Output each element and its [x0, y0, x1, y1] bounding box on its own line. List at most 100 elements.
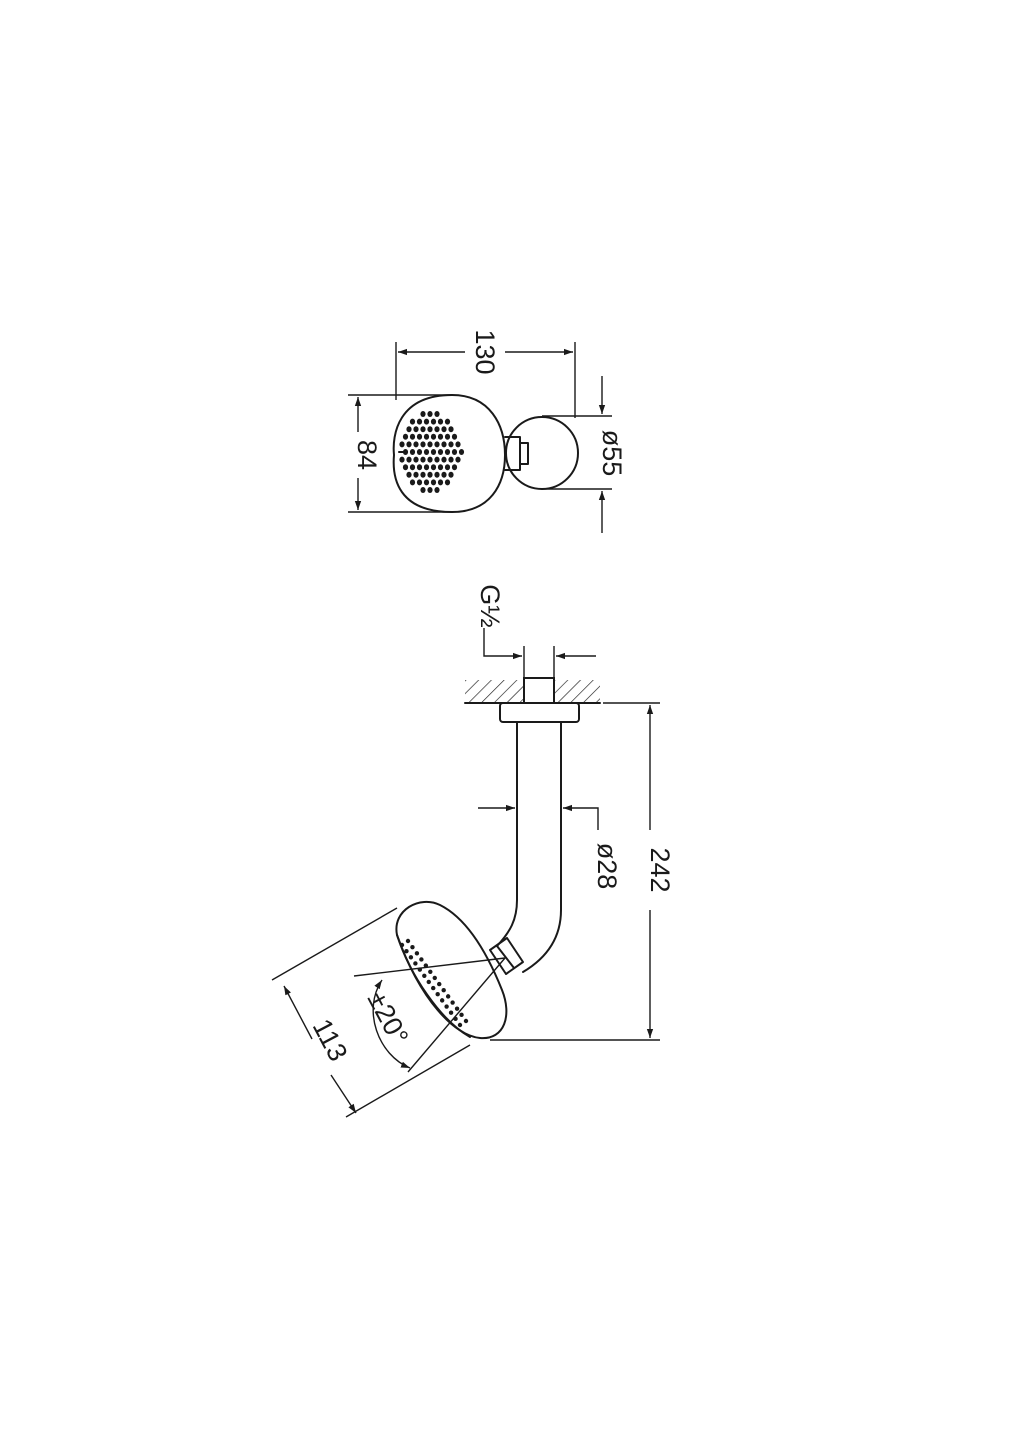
dim-angle: ±20°: [353, 957, 506, 1073]
nozzle-dot: [423, 449, 430, 455]
nozzle-dot: [420, 487, 426, 493]
nozzle-dot: [406, 426, 412, 433]
nozzle-dot: [441, 456, 447, 463]
nozzle-dot: [444, 1004, 449, 1009]
nozzle-dot: [437, 479, 444, 486]
top-view-flange: [505, 416, 579, 490]
nozzle-dot: [405, 938, 411, 944]
shower-arm: [496, 721, 562, 973]
dim-113-label: 113: [307, 1014, 354, 1066]
nozzle-dot: [423, 479, 430, 486]
nozzle-dot: [406, 441, 412, 448]
nozzle-dot: [409, 433, 416, 440]
nozzle-dot: [434, 456, 440, 463]
nozzle-dot: [413, 456, 419, 463]
nozzle-dot: [408, 955, 414, 960]
nozzle-dot: [463, 1018, 469, 1024]
nozzle-dot: [444, 449, 451, 455]
nozzle-dot: [409, 464, 416, 471]
nozzle-dot: [427, 441, 433, 448]
nozzle-dot: [430, 464, 437, 471]
dim-130: 130: [395, 329, 576, 418]
nozzle-dot: [458, 449, 465, 455]
nozzle-dot: [459, 1012, 464, 1018]
thread-nipple: [523, 677, 555, 704]
nozzle-dot: [416, 464, 423, 471]
dim-55-label: ø55: [597, 430, 627, 477]
nozzle-dot: [427, 471, 433, 478]
dim-angle-label: ±20°: [362, 986, 415, 1049]
nozzle-dot: [448, 426, 454, 433]
nozzle-dot: [437, 464, 444, 471]
dim-28-label: ø28: [592, 843, 622, 890]
nozzle-dot: [399, 441, 405, 448]
nozzle-dot: [399, 942, 405, 948]
dim-g12: G½: [475, 584, 596, 677]
swivel-connector: [489, 937, 524, 975]
nozzle-dot: [448, 441, 454, 448]
nozzle-dot: [444, 464, 451, 471]
nozzle-dot: [448, 456, 454, 463]
nozzle-dot: [426, 979, 431, 985]
nozzle-dot: [416, 479, 423, 486]
nozzle-dot: [451, 433, 458, 440]
nozzle-dot: [409, 418, 416, 425]
nozzle-dot: [420, 471, 426, 478]
nozzle-dot: [416, 449, 423, 455]
dim-84: 84: [348, 394, 452, 513]
nozzle-dot: [414, 951, 420, 956]
nozzle-dot: [404, 948, 409, 954]
nozzle-dot: [431, 985, 436, 991]
top-view: 130 84 ø55: [348, 329, 627, 533]
top-view-connector: [504, 436, 529, 471]
nozzle-dot: [441, 426, 447, 433]
nozzle-dot: [437, 449, 444, 455]
side-view-head-face: [396, 934, 471, 1038]
nozzle-dot: [413, 441, 419, 448]
nozzle-dot: [409, 449, 416, 455]
nozzle-dot: [437, 981, 442, 987]
nozzle-dot: [435, 992, 440, 997]
nozzle-dot: [437, 418, 444, 425]
dim-242: 242: [490, 702, 675, 1041]
nozzle-dot: [441, 471, 447, 478]
dim-g12-label: G½: [475, 584, 505, 628]
nozzle-dot: [423, 418, 430, 425]
dim-55: ø55: [542, 376, 627, 533]
nozzle-dot: [430, 418, 437, 425]
side-view-flange: [499, 702, 580, 723]
nozzle-dot: [457, 1022, 463, 1028]
nozzle-dot: [423, 433, 430, 440]
dim-242-label: 242: [645, 847, 675, 892]
nozzle-dot: [399, 456, 405, 463]
side-view: G½ ø28 242 113 ±20°: [271, 584, 675, 1118]
nozzle-dot: [428, 969, 433, 974]
nozzle-dot: [413, 961, 418, 966]
nozzle-dot: [441, 988, 446, 993]
nozzle-dot: [444, 418, 451, 425]
nozzle-dot: [413, 426, 419, 433]
nozzle-dot: [413, 471, 419, 478]
nozzle-dot: [420, 456, 426, 463]
dim-84-label: 84: [352, 440, 382, 470]
nozzle-dot: [430, 449, 437, 455]
nozzle-dot: [445, 994, 451, 999]
nozzle-dot: [434, 426, 440, 433]
nozzle-dot: [402, 433, 409, 440]
nozzle-dot: [406, 471, 412, 478]
nozzle-dot: [420, 426, 426, 433]
nozzle-dot: [455, 441, 461, 448]
nozzle-dot: [430, 433, 437, 440]
nozzle-dot: [406, 456, 412, 463]
nozzle-dot: [434, 487, 440, 493]
nozzle-dot: [434, 411, 440, 417]
nozzle-dot: [410, 944, 415, 950]
nozzle-dot: [455, 456, 461, 463]
nozzle-dot: [427, 411, 433, 417]
nozzle-dot: [448, 1010, 454, 1015]
nozzle-dot: [420, 411, 426, 417]
side-view-nozzle-pattern: [399, 938, 469, 1028]
nozzle-dot: [430, 479, 437, 486]
nozzle-dot: [409, 479, 416, 486]
dim-130-label: 130: [470, 329, 500, 374]
